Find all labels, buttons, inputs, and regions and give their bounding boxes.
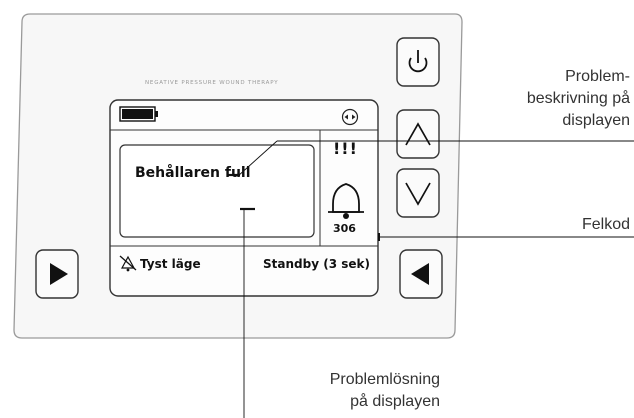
silent-mode-label[interactable]: Tyst läge <box>140 257 201 271</box>
alert-marks: !!! <box>333 139 358 158</box>
power-button[interactable] <box>396 37 440 87</box>
message-box <box>119 144 315 238</box>
callout-error-code: Felkod <box>581 216 630 233</box>
bell-icon <box>328 183 364 219</box>
muted-bell-icon <box>119 255 137 272</box>
callout-problem-description: Problem- beskrivning på displayen <box>526 68 630 129</box>
brand-text: NEGATIVE PRESSURE WOUND THERAPY <box>145 80 279 86</box>
leader-problem-description <box>237 140 278 177</box>
standby-label[interactable]: Standby (3 sek) <box>263 257 370 271</box>
right-arrow-button[interactable] <box>35 249 79 299</box>
display-message: Behållaren full <box>135 165 251 181</box>
battery-icon <box>119 106 158 122</box>
error-code: 306 <box>333 222 356 235</box>
left-arrow-button[interactable] <box>399 249 443 299</box>
down-button[interactable] <box>396 168 440 218</box>
connection-icon <box>341 108 359 126</box>
up-button[interactable] <box>396 109 440 159</box>
callout-problem-solution: Problemlösning på displayen <box>329 371 440 410</box>
